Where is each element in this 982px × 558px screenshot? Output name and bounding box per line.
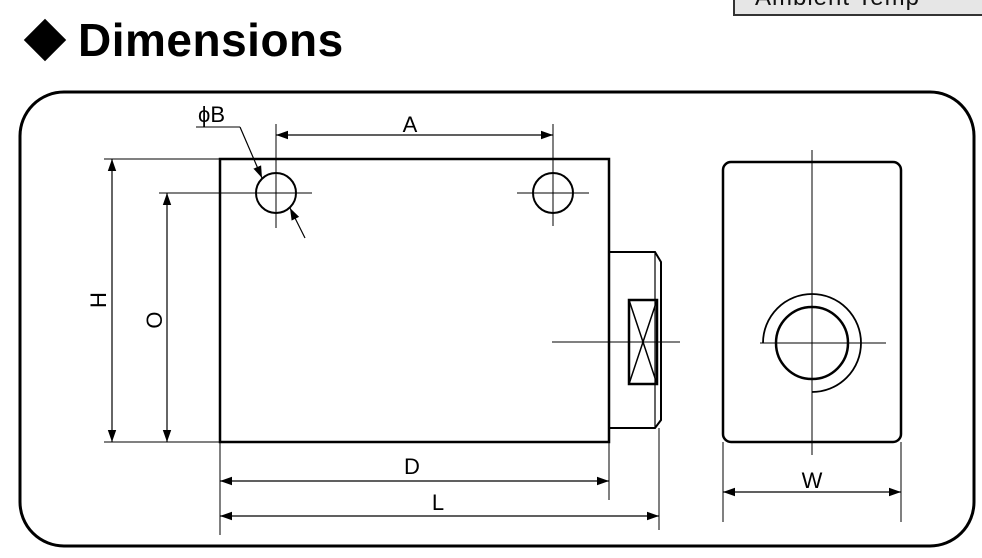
dim-a-label: A	[403, 112, 418, 137]
section-title: Dimensions	[20, 10, 344, 70]
front-view: A ϕB H O D L	[86, 102, 680, 535]
port-inner-circle	[774, 305, 850, 381]
page-title: Dimensions	[78, 14, 344, 66]
dim-o-label: O	[142, 311, 167, 328]
dim-h-label: H	[86, 292, 111, 308]
front-body-outline	[218, 157, 611, 444]
drawing-frame	[18, 90, 976, 548]
dim-l-label: L	[432, 490, 444, 515]
side-view: W	[721, 150, 903, 522]
port-thread-arc	[762, 293, 862, 393]
corner-tag-text: Ambient Temp	[755, 0, 920, 12]
dim-w-label: W	[802, 468, 823, 493]
dim-d-label: D	[404, 454, 420, 479]
corner-tag: Ambient Temp	[733, 0, 982, 16]
fitting-outline	[609, 251, 662, 429]
dim-b-label: ϕB	[198, 102, 225, 127]
